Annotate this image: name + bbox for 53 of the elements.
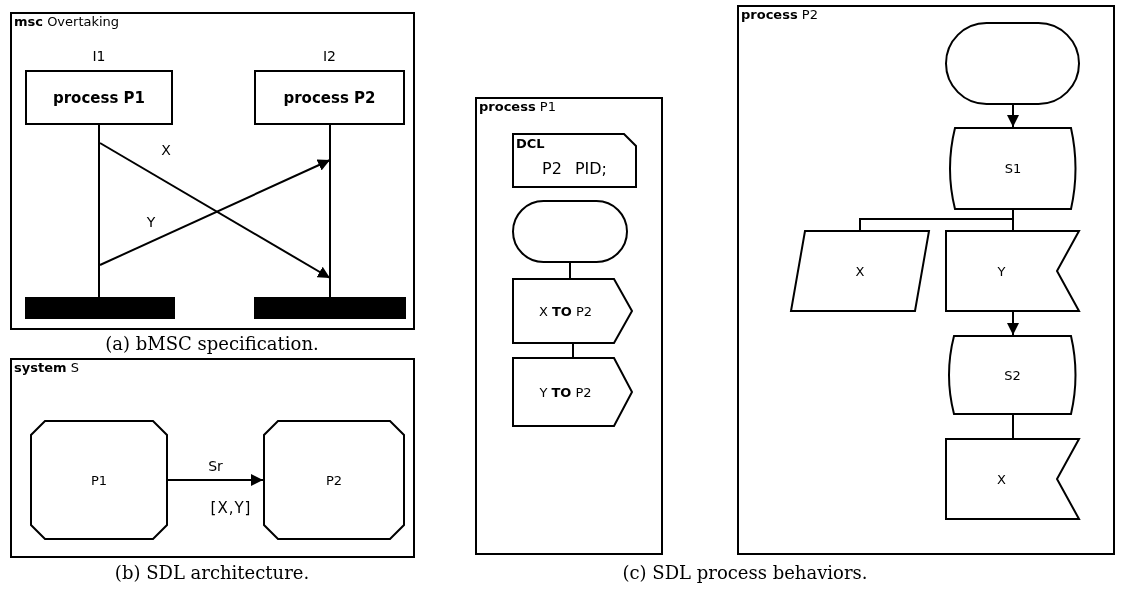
frame-heading: process P2 xyxy=(741,7,818,22)
node-label: S1 xyxy=(1004,161,1022,176)
frame-heading: system S xyxy=(14,360,79,375)
edge-label: Y xyxy=(144,214,158,230)
connector-line xyxy=(1012,209,1014,231)
node-label: Y TO P2 xyxy=(539,384,592,400)
diagram-frame xyxy=(10,12,415,330)
node-label: P2 xyxy=(325,472,343,488)
keyword-label: DCL xyxy=(516,136,545,151)
node-label: process P1 xyxy=(53,88,145,107)
lifeline xyxy=(329,125,331,297)
instance-end-bar xyxy=(254,297,406,319)
edge-label: X xyxy=(159,142,173,158)
input-symbol xyxy=(945,230,1080,312)
signal-list: [X,Y] xyxy=(210,499,252,517)
figure-caption: (b) SDL architecture. xyxy=(114,562,310,583)
process-box xyxy=(25,70,173,125)
declaration-text: P2 PID; xyxy=(542,159,607,178)
instance-end-bar xyxy=(25,297,175,319)
arrow xyxy=(99,142,331,279)
arrow xyxy=(99,159,331,266)
block-symbol xyxy=(263,420,405,540)
instance-name: I1 xyxy=(92,48,106,64)
input-symbol xyxy=(945,438,1080,520)
process-box xyxy=(254,70,405,125)
frame-heading: msc Overtaking xyxy=(14,14,120,29)
diagram-frame xyxy=(475,97,663,555)
arrow xyxy=(1007,104,1019,128)
frame-heading: process P1 xyxy=(479,99,556,114)
output-symbol xyxy=(512,357,633,427)
diagram-frame xyxy=(10,358,415,558)
node-label: process P2 xyxy=(283,88,376,107)
node-label: P1 xyxy=(90,472,108,488)
figure-caption: (a) bMSC specification. xyxy=(105,333,319,354)
lifeline xyxy=(98,125,100,297)
connector-line xyxy=(569,262,571,279)
node-label: X xyxy=(997,471,1006,487)
text-symbol xyxy=(512,133,637,188)
arrow xyxy=(167,474,264,486)
task-symbol xyxy=(790,230,930,312)
node-label: X xyxy=(855,263,865,279)
edge-label: Sr xyxy=(206,458,225,474)
node-label: S2 xyxy=(1004,367,1021,383)
diagram-frame xyxy=(737,5,1115,555)
instance-name: I2 xyxy=(323,48,336,64)
block-symbol xyxy=(30,420,168,540)
output-symbol xyxy=(512,278,633,344)
node-label: X TO P2 xyxy=(538,303,593,319)
node-label: Y xyxy=(997,263,1006,279)
figure-caption: (c) SDL process behaviors. xyxy=(622,562,868,583)
connector-line xyxy=(1012,414,1014,439)
arrow xyxy=(1007,311,1019,336)
connector-line xyxy=(572,343,574,358)
